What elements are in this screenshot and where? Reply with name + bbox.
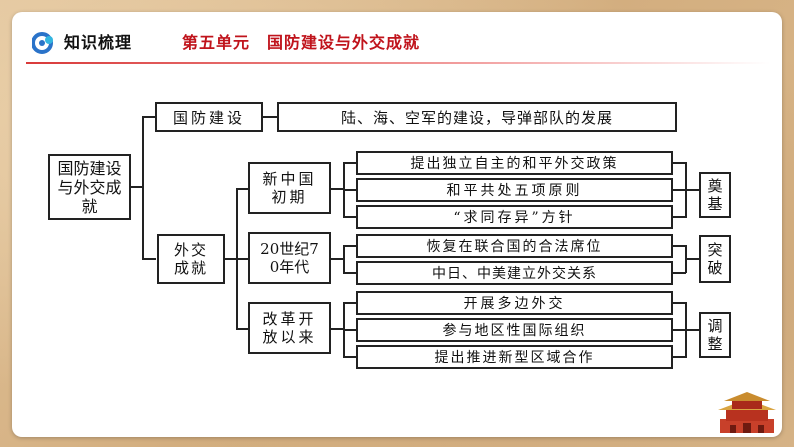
p3-out [330,328,344,330]
p3-item2-line [343,329,357,331]
root-connector [130,186,143,188]
p3-item-1: 开展多边外交 [356,291,673,315]
p1-item3-line [343,216,357,218]
period3-connector [236,328,249,330]
p3-summary-label: 调整 [707,317,723,353]
p1-s3 [672,216,686,218]
period-label-1: 新中国初期 [262,170,317,206]
period-node-3: 改革开放以来 [248,302,331,354]
p2-s2 [672,272,686,274]
section-title: 知识梳理 [64,33,133,52]
diplomacy-connector [142,258,156,260]
period-label-2: 20世纪70年代 [260,240,319,276]
p2-summary-label: 突破 [707,241,723,277]
p1-out [330,188,344,190]
p1-item-3: “求同存异”方针 [356,205,673,229]
concept-diagram: 国防建设与外交成就 国防建设 陆、海、空军的建设，导弹部队的发展 外交成就 新中… [12,12,782,437]
p3-item1-line [343,302,357,304]
p1-item2-line [343,189,357,191]
p2-item-2: 中日、中美建立外交关系 [356,261,673,285]
p3-item-2: 参与地区性国际组织 [356,318,673,342]
root-node: 国防建设与外交成就 [48,154,131,220]
p3-item-3: 提出推进新型区域合作 [356,345,673,369]
p1-item1-line [343,162,357,164]
p1-item-1: 提出独立自主的和平外交政策 [356,151,673,175]
p1-s1 [672,162,686,164]
p2-item1-line [343,245,357,247]
p2-s1 [672,245,686,247]
p1-item-2: 和平共处五项原则 [356,178,673,202]
slide-header: 知识梳理 第五单元 国防建设与外交成就 [26,28,770,58]
p3-s3 [672,356,686,358]
p2-item-1: 恢复在联合国的合法席位 [356,234,673,258]
defense-node: 国防建设 [155,102,263,132]
period-node-2: 20世纪70年代 [248,232,331,284]
diplomacy-label: 外交成就 [173,241,208,277]
diplomacy-node: 外交成就 [157,234,225,284]
defense-detail-connector [262,116,278,118]
tiananmen-gate-icon [718,392,776,433]
header-divider [26,62,770,64]
p3-s2 [672,329,700,331]
p2-summary: 突破 [699,235,731,283]
period-node-1: 新中国初期 [248,162,331,214]
period-label-3: 改革开放以来 [262,310,317,346]
p3-s1 [672,302,686,304]
logo-icon [32,32,53,54]
p3-summary: 调整 [699,312,731,358]
unit-title: 第五单元 国防建设与外交成就 [182,33,421,52]
p1-summary-label: 奠基 [707,177,723,213]
p2-summary-connector [685,258,700,260]
defense-connector [142,116,156,118]
p3-item3-line [343,356,357,358]
p2-item2-line [343,272,357,274]
p2-out [330,258,344,260]
slide-card: 知识梳理 第五单元 国防建设与外交成就 [12,12,782,437]
p1-s2 [672,189,700,191]
p2-items-vertical [343,245,345,273]
p1-summary: 奠基 [699,172,731,218]
diplomacy-out-connector [224,258,237,260]
defense-detail-node: 陆、海、空军的建设，导弹部队的发展 [277,102,677,132]
period2-connector [236,258,249,260]
period1-connector [236,188,249,190]
root-branch-vertical [142,117,144,259]
